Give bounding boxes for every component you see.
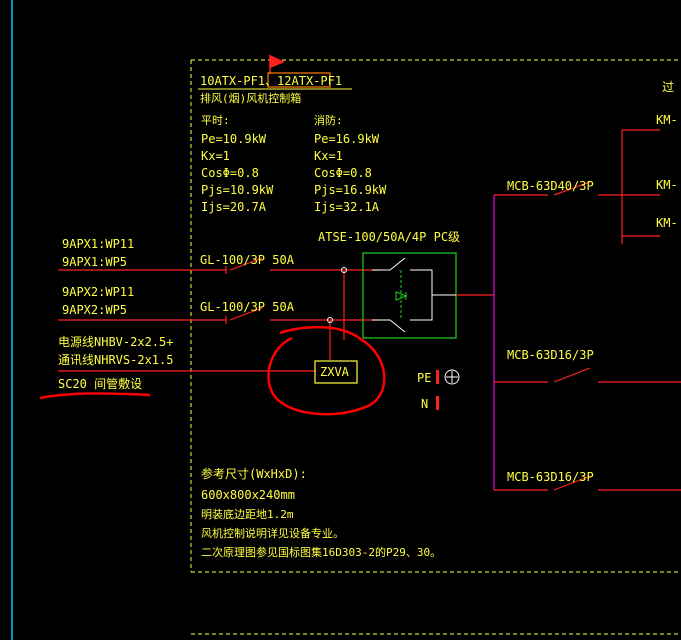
power-cable-label: 电源线NHBV-2x2.5+ [58,335,174,349]
feeder-1-line [58,257,380,340]
cabinet-id-highlight [267,72,331,88]
pe-terminal [436,369,460,385]
mcb-1-label: MCB-63D40/3P [507,179,594,193]
normal-pe: Pe=10.9kW [201,132,267,146]
feeder-1-label-b: 9APX1:WP5 [62,255,128,269]
notes-title: 参考尺寸(WxHxD): [201,467,307,481]
pe-label: PE [417,371,432,385]
normal-cos: CosΦ=0.8 [201,166,259,180]
fire-cos: CosΦ=0.8 [314,166,372,180]
junction-dot [341,267,347,273]
comm-cable-label: 通讯线NHRVS-2x1.5 [58,353,174,367]
fire-pe: Pe=16.9kW [314,132,380,146]
cabinet-name: 排风(烟)风机控制箱 [200,92,302,105]
normal-ijs: Ijs=20.7A [201,200,267,214]
annotation-underline [39,392,151,400]
feeder-2-label-b: 9APX2:WP5 [62,303,128,317]
feeder-2-label-a: 9APX2:WP11 [62,285,135,299]
normal-params: Pe=10.9kW Kx=1 CosΦ=0.8 Pjs=10.9kW Ijs=2… [201,131,273,216]
km-2-label: KM- [656,178,678,192]
notes-line-1: 明装底边距地1.2m [201,508,294,521]
zxva-device-box [314,360,358,384]
n-label: N [421,397,429,411]
mcb-2-label: MCB-63D16/3P [507,348,594,362]
atse-switch [362,252,457,339]
top-right-label: 过 [662,80,675,94]
zxva-label: ZXVA [320,365,349,379]
notes-size: 600x800x240mm [201,488,295,502]
mcb-3-label: MCB-63D16/3P [507,470,594,484]
feeder-1-label-a: 9APX1:WP11 [62,237,135,251]
atse-label: ATSE-100/50A/4P PC级 [318,230,461,244]
breaker-1-label: GL-100/3P 50A [200,253,294,267]
cabinet-id-line: 10ATX-PF1、12ATX-PF1 [200,74,343,88]
normal-kx: Kx=1 [201,149,230,163]
n-terminal [436,396,439,410]
outgoing-circuit-1 [494,129,660,244]
breaker-2-label: GL-100/3P 50A [200,300,294,314]
fire-title: 消防: [314,114,343,127]
fire-ijs: Ijs=32.1A [314,200,380,214]
km-1-label: KM- [656,113,678,127]
normal-pjs: Pjs=10.9kW [201,183,274,197]
notes-line-3: 二次原理图参见国标图集16D303-2的P29、30。 [201,546,442,559]
fire-pjs: Pjs=16.9kW [314,183,387,197]
normal-title: 平时: [201,114,230,127]
km-3-label: KM- [656,216,678,230]
outgoing-circuit-3 [494,475,681,491]
fire-params: Pe=16.9kW Kx=1 CosΦ=0.8 Pjs=16.9kW Ijs=3… [314,131,386,216]
outgoing-circuit-2 [494,367,681,383]
junction-dot [327,317,333,323]
notes-line-2: 风机控制说明详见设备专业。 [201,527,344,540]
annotation-circle [267,325,386,416]
fire-kx: Kx=1 [314,149,343,163]
flag-icon [269,55,285,74]
conduit-label: SC20 间管敷设 [58,377,143,391]
cabinet-frame [190,59,681,635]
